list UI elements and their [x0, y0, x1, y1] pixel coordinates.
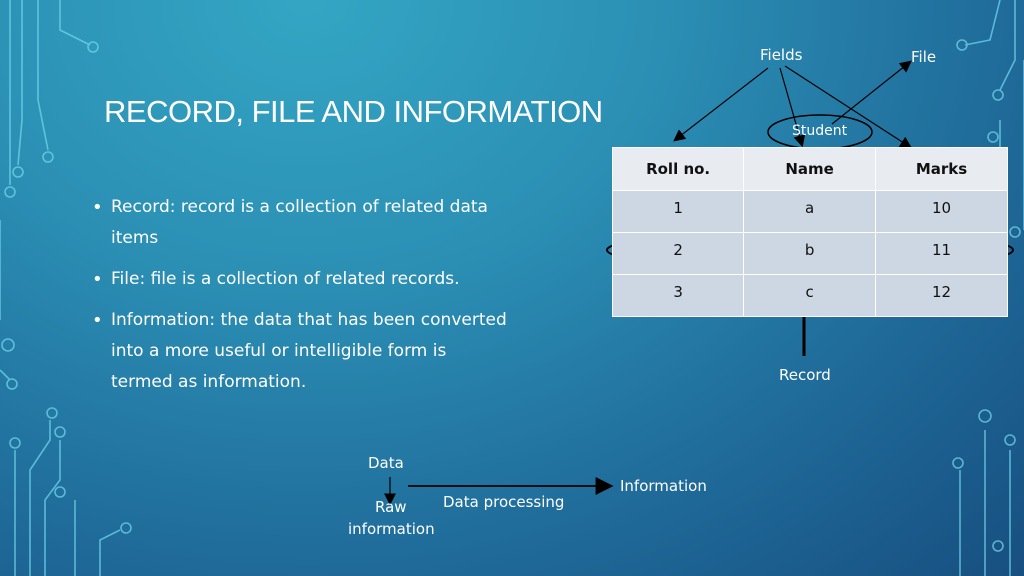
bullet-icon: •: [92, 310, 103, 331]
bullet-record: • Record: record is a collection of rela…: [90, 192, 510, 254]
table-row: 3 c 12: [611, 274, 1008, 317]
record-label: Record: [779, 366, 831, 384]
student-label: Student: [792, 123, 848, 139]
raw-label: Raw: [375, 498, 407, 516]
bullet-icon: •: [92, 269, 103, 290]
data-processing-label: Data processing: [443, 493, 565, 511]
file-label: File: [911, 48, 937, 66]
bullet-file: • File: file is a collection of related …: [90, 264, 510, 295]
information-label: Information: [620, 477, 707, 495]
slide-title: RECORD, FILE AND INFORMATION: [104, 94, 603, 129]
bullet-list: • Record: record is a collection of rela…: [90, 192, 510, 408]
table-cell: 12: [875, 274, 1008, 317]
table-cell: 3: [611, 274, 745, 317]
data-label: Data: [368, 454, 404, 472]
table-cell: 11: [875, 232, 1008, 275]
fields-label: Fields: [760, 46, 803, 64]
table-cell: b: [743, 232, 877, 275]
header-roll-no: Roll no.: [611, 147, 745, 191]
table-cell: c: [743, 274, 877, 317]
table-row: 1 a 10: [611, 190, 1008, 233]
bullet-information: • Information: the data that has been co…: [90, 305, 510, 398]
bullet-icon: •: [92, 197, 103, 218]
table-cell: 2: [611, 232, 745, 275]
table-header-row: Roll no. Name Marks: [611, 147, 1008, 191]
table-cell: 1: [611, 190, 745, 233]
header-name: Name: [743, 147, 877, 191]
table-cell: a: [743, 190, 877, 233]
table-cell: 10: [875, 190, 1008, 233]
raw-information-label: information: [348, 520, 435, 538]
table-row: 2 b 11: [611, 232, 1008, 275]
student-table: Roll no. Name Marks 1 a 10 2 b 11 3 c 12: [611, 147, 1008, 317]
header-marks: Marks: [875, 147, 1008, 191]
